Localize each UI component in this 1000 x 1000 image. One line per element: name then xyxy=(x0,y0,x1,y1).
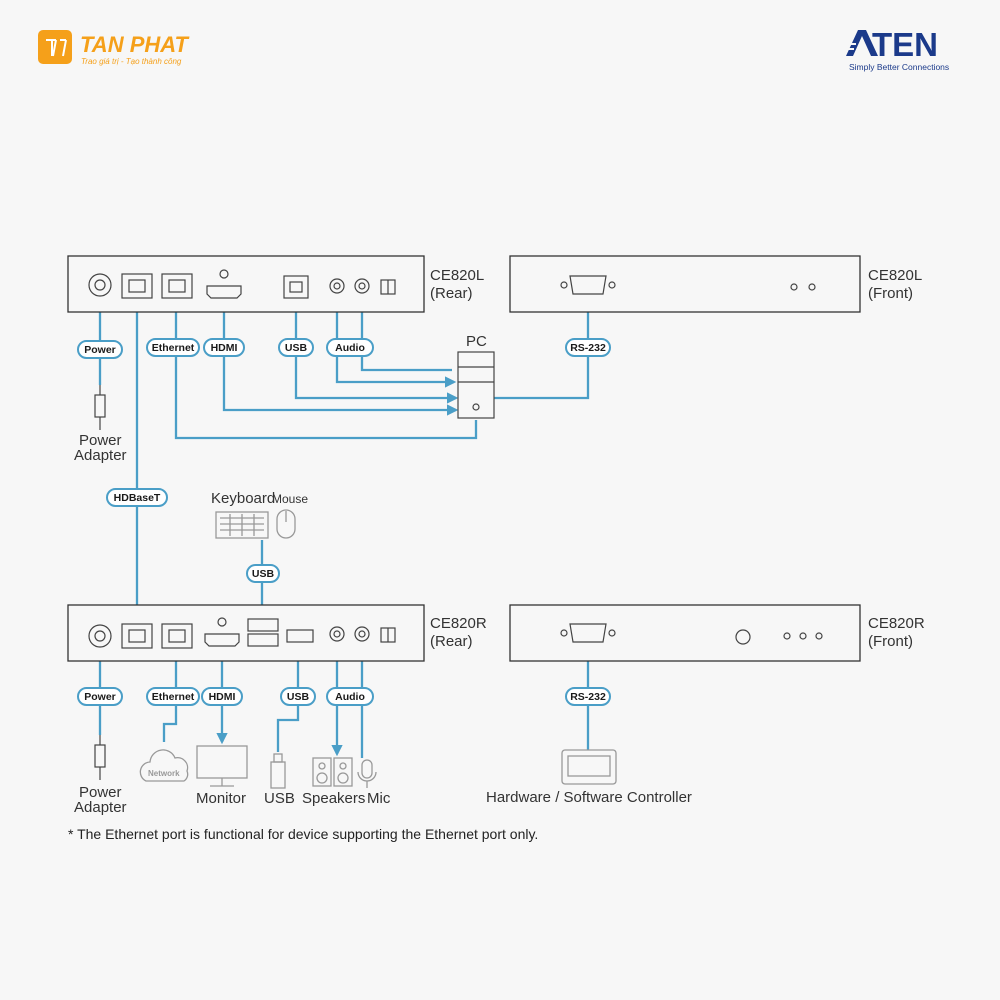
svg-text:USB: USB xyxy=(252,568,275,580)
svg-text:Audio: Audio xyxy=(335,342,365,354)
ethernet-port-icon xyxy=(161,623,193,649)
cable-pill-power-remote: Power xyxy=(77,687,123,706)
led-icon xyxy=(783,632,791,640)
audio-out-jack-icon xyxy=(329,626,345,642)
usb-a-port-icon xyxy=(247,618,279,632)
tanphat-slogan: Trao giá trị - Tạo thành công xyxy=(81,57,182,66)
cable-pill-audio-local: Audio xyxy=(326,338,374,357)
svg-text:Ethernet: Ethernet xyxy=(152,691,195,703)
cable-pill-ethernet-remote: Ethernet xyxy=(146,687,200,706)
svg-text:Power: Power xyxy=(84,344,116,356)
cable-pill-audio-remote: Audio xyxy=(326,687,374,706)
footnote: * The Ethernet port is functional for de… xyxy=(68,826,539,842)
mouse-label: Mouse xyxy=(272,492,308,506)
svg-text:RS-232: RS-232 xyxy=(570,342,606,354)
network-label: Network xyxy=(148,769,180,778)
usb-a-port-icon xyxy=(286,629,314,643)
cable-pill-usb-remote: USB xyxy=(280,687,316,706)
svg-text:Audio: Audio xyxy=(335,691,365,703)
keyboard-label: Keyboard xyxy=(211,490,275,507)
audio-out-jack-icon xyxy=(329,278,345,294)
hdbaset-port-icon xyxy=(121,273,153,299)
monitor-icon xyxy=(196,745,248,787)
mic-label: Mic xyxy=(367,790,391,807)
mouse-icon xyxy=(276,509,296,539)
audio-in-jack-icon xyxy=(354,626,370,642)
cable-pill-usb-keyboard: USB xyxy=(246,564,280,583)
hdmi-screw-icon xyxy=(219,269,229,279)
ce820r-rear-model: CE820R xyxy=(430,615,487,632)
hdmi-port-icon xyxy=(206,285,242,299)
hdmi-screw-icon xyxy=(217,617,227,627)
ce820r-front-panel xyxy=(509,604,861,662)
tanphat-name: TAN PHAT xyxy=(80,32,190,57)
led-icon xyxy=(799,632,807,640)
power-adapter-icon xyxy=(94,385,106,430)
led-icon xyxy=(790,283,798,291)
controller-label: Hardware / Software Controller xyxy=(486,789,692,806)
ce820l-rear-model: CE820L xyxy=(430,267,484,284)
power-jack-icon xyxy=(88,273,112,297)
ce820r-front-side: (Front) xyxy=(868,633,913,650)
cable-pill-usb-local: USB xyxy=(278,338,314,357)
rs232-port-icon xyxy=(569,275,607,295)
cable-pill-ethernet-local: Ethernet xyxy=(146,338,200,357)
ce820l-rear-panel xyxy=(67,255,425,313)
controller-icon xyxy=(561,749,617,785)
svg-text:USB: USB xyxy=(285,342,308,354)
keyboard-icon xyxy=(215,511,269,539)
hdbaset-port-icon xyxy=(121,623,153,649)
svg-text:USB: USB xyxy=(287,691,310,703)
tanphat-logo: TAN PHAT Trao giá trị - Tạo thành công xyxy=(38,30,190,66)
power-jack-icon xyxy=(88,624,112,648)
usb-b-port-icon xyxy=(283,275,309,299)
power-adapter-label-line1: Power xyxy=(79,432,122,449)
speakers-label: Speakers xyxy=(302,790,365,807)
svg-text:HDBaseT: HDBaseT xyxy=(114,492,161,504)
network-cloud-icon xyxy=(139,749,189,782)
ethernet-port-icon xyxy=(161,273,193,299)
aten-name: TEN xyxy=(872,26,938,63)
svg-text:Ethernet: Ethernet xyxy=(152,342,195,354)
remote-power-adapter-label-line1: Power xyxy=(79,784,122,801)
rs232-port-icon xyxy=(569,623,607,643)
ce820r-rear-panel xyxy=(67,604,425,662)
mic-icon xyxy=(357,759,377,788)
push-button-icon xyxy=(735,629,751,645)
ce820l-front-side: (Front) xyxy=(868,285,913,302)
aten-slogan: Simply Better Connections xyxy=(849,62,949,72)
cable-pill-hdmi-remote: HDMI xyxy=(201,687,243,706)
cable-pill-power-local: Power xyxy=(77,340,123,359)
speakers-icon xyxy=(312,757,353,787)
pc-label: PC xyxy=(466,333,487,350)
ce820l-front-model: CE820L xyxy=(868,267,922,284)
cable-pill-rs232-local: RS-232 xyxy=(565,338,611,357)
usb-device-label: USB xyxy=(264,790,295,807)
svg-text:RS-232: RS-232 xyxy=(570,691,606,703)
remote-power-adapter-label-line2: Adapter xyxy=(74,799,127,816)
usb-a-port-icon xyxy=(247,633,279,647)
monitor-label: Monitor xyxy=(196,790,246,807)
cable-pill-hdmi-local: HDMI xyxy=(203,338,245,357)
svg-text:HDMI: HDMI xyxy=(209,691,236,703)
led-icon xyxy=(808,283,816,291)
cable-pill-hdbaset: HDBaseT xyxy=(106,488,168,507)
cable-pill-rs232-remote: RS-232 xyxy=(565,687,611,706)
svg-text:HDMI: HDMI xyxy=(211,342,238,354)
hdmi-port-icon xyxy=(204,633,240,647)
pc-tower-icon xyxy=(457,351,495,419)
ce820r-rear-side: (Rear) xyxy=(430,633,473,650)
aten-logo: TEN Simply Better Connections xyxy=(843,26,949,72)
usb-stick-icon xyxy=(270,753,286,789)
svg-text:Power: Power xyxy=(84,691,116,703)
ce820l-front-panel xyxy=(509,255,861,313)
power-adapter-label-line2: Adapter xyxy=(74,447,127,464)
power-adapter-icon xyxy=(94,735,106,780)
led-icon xyxy=(815,632,823,640)
ce820r-front-model: CE820R xyxy=(868,615,925,632)
ce820l-rear-side: (Rear) xyxy=(430,285,473,302)
audio-in-jack-icon xyxy=(354,278,370,294)
